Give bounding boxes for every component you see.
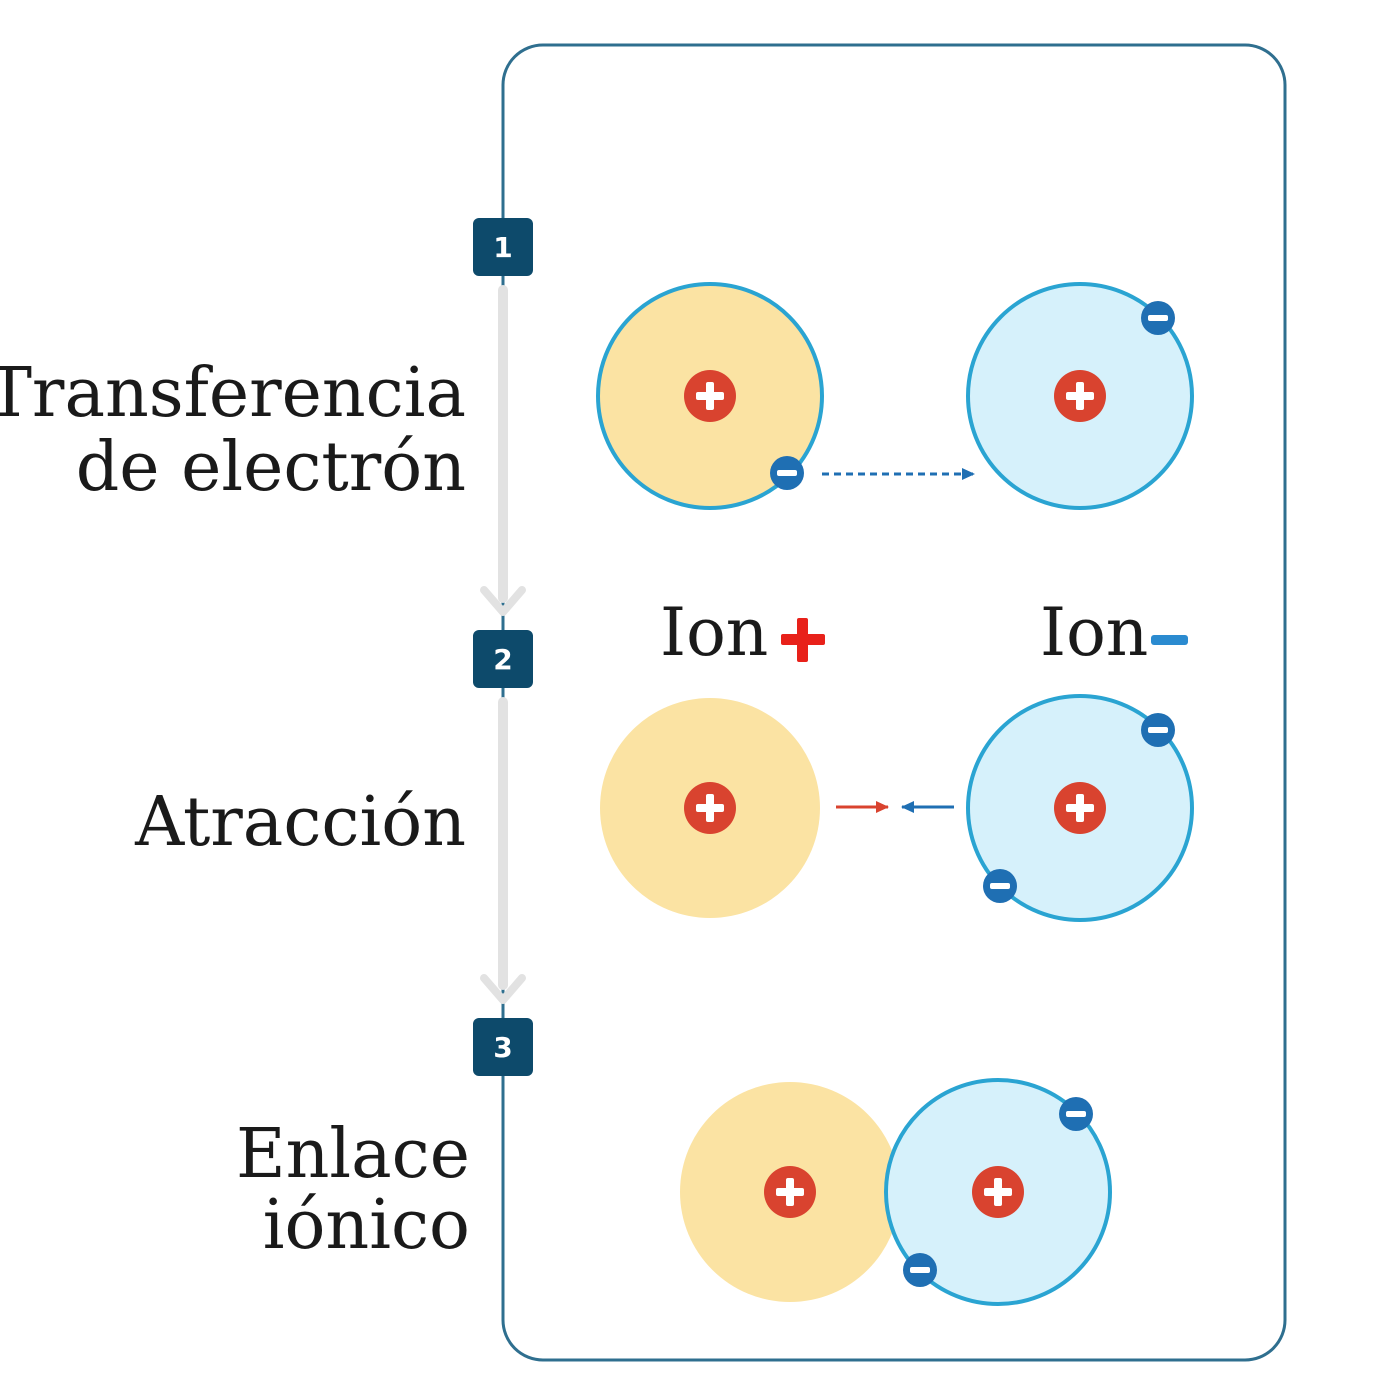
anion [966, 694, 1194, 922]
bonded-anion [884, 1078, 1112, 1306]
nucleus-positive-icon [1054, 370, 1106, 422]
cation-label: Ion [660, 594, 768, 671]
electron-icon [770, 456, 804, 490]
step-badge-2: 2 [473, 630, 533, 688]
bonded-cation [680, 1082, 900, 1302]
step-3-label-line-1: Enlace [236, 1115, 470, 1194]
step-badge-1: 1 [473, 218, 533, 276]
electron-icon [1141, 713, 1175, 747]
electron-icon [903, 1253, 937, 1287]
cation [600, 698, 820, 918]
step-1-label-line-2: de electrón [76, 428, 466, 507]
nucleus-positive-icon [1054, 782, 1106, 834]
nucleus-positive-icon [764, 1166, 816, 1218]
step-2-label: Atracción [134, 783, 466, 862]
step-1-label-line-1: Transferencia [0, 354, 466, 433]
timeline-arrowhead-2 [480, 974, 526, 1004]
plus-sign-icon [781, 618, 825, 662]
step-badge-3: 3 [473, 1018, 533, 1076]
timeline [480, 285, 526, 1004]
nucleus-positive-icon [684, 782, 736, 834]
nucleus-positive-icon [684, 370, 736, 422]
nucleus-positive-icon [972, 1166, 1024, 1218]
step-number-1: 1 [493, 231, 512, 264]
step-1-acceptor-atom [966, 282, 1194, 510]
minus-sign-icon [1151, 635, 1188, 645]
step-number-3: 3 [493, 1031, 512, 1064]
step-number-2: 2 [493, 643, 512, 676]
anion-label: Ion [1040, 594, 1148, 671]
electron-icon [1059, 1097, 1093, 1131]
timeline-arrowhead-1 [480, 586, 526, 616]
step-3-label-line-2: iónico [263, 1186, 470, 1265]
electron-icon [1141, 301, 1175, 335]
step-1-donor-atom [596, 282, 824, 510]
electron-icon [983, 869, 1017, 903]
